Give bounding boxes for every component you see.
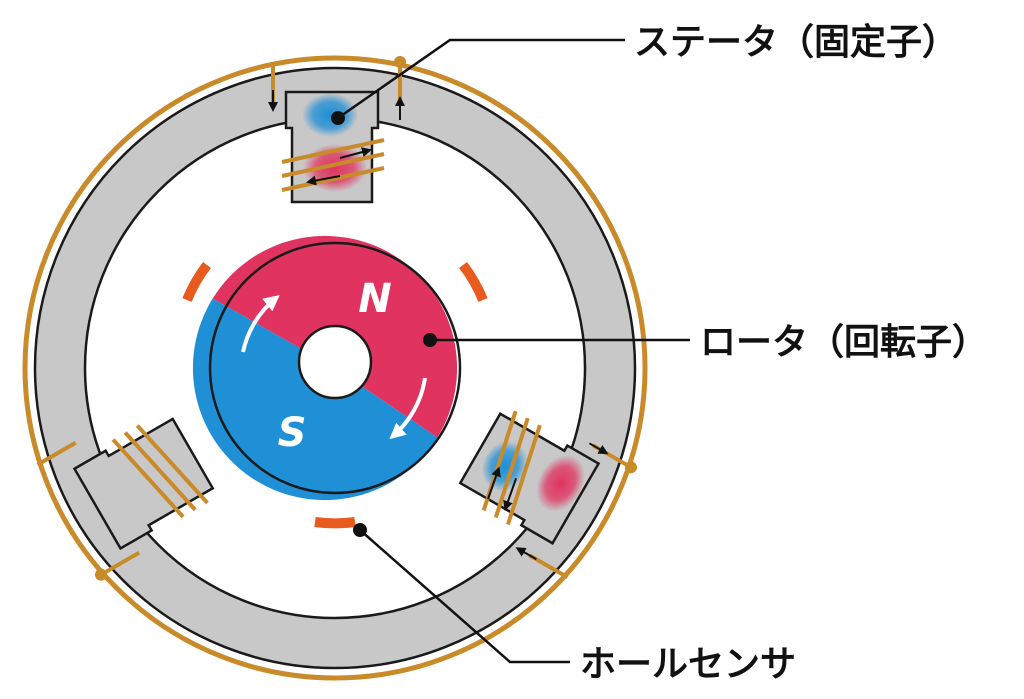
south-pole-label: S (278, 410, 307, 456)
rotation-arrow-upper (241, 294, 280, 353)
hall-sensor-bottom (314, 517, 356, 529)
rotation-arrow-lower (389, 377, 427, 440)
north-pole-label: N (358, 276, 391, 322)
hall-sensor-left (182, 261, 212, 302)
rotor-label: ロータ（回転子） (700, 322, 988, 363)
outer-wire-ring (22, 55, 648, 681)
stator-tooth-lower-left (36, 417, 215, 581)
stator-leader-line (337, 38, 625, 120)
stator-tooth-top (268, 56, 406, 204)
magnetic-field-blue (302, 93, 358, 137)
stator-ring (33, 66, 637, 670)
stator-tooth-lower-right (458, 410, 638, 580)
stator-label: ステータ（固定子） (634, 22, 958, 63)
hall-sensor-right (458, 261, 488, 302)
hall-sensor-label: ホールセンサ (580, 644, 796, 685)
rotor-shaft-hole (297, 324, 373, 400)
rotor-south-half (192, 298, 438, 501)
rotor: N S (192, 235, 462, 501)
hall-sensor-leader-line (359, 529, 570, 664)
